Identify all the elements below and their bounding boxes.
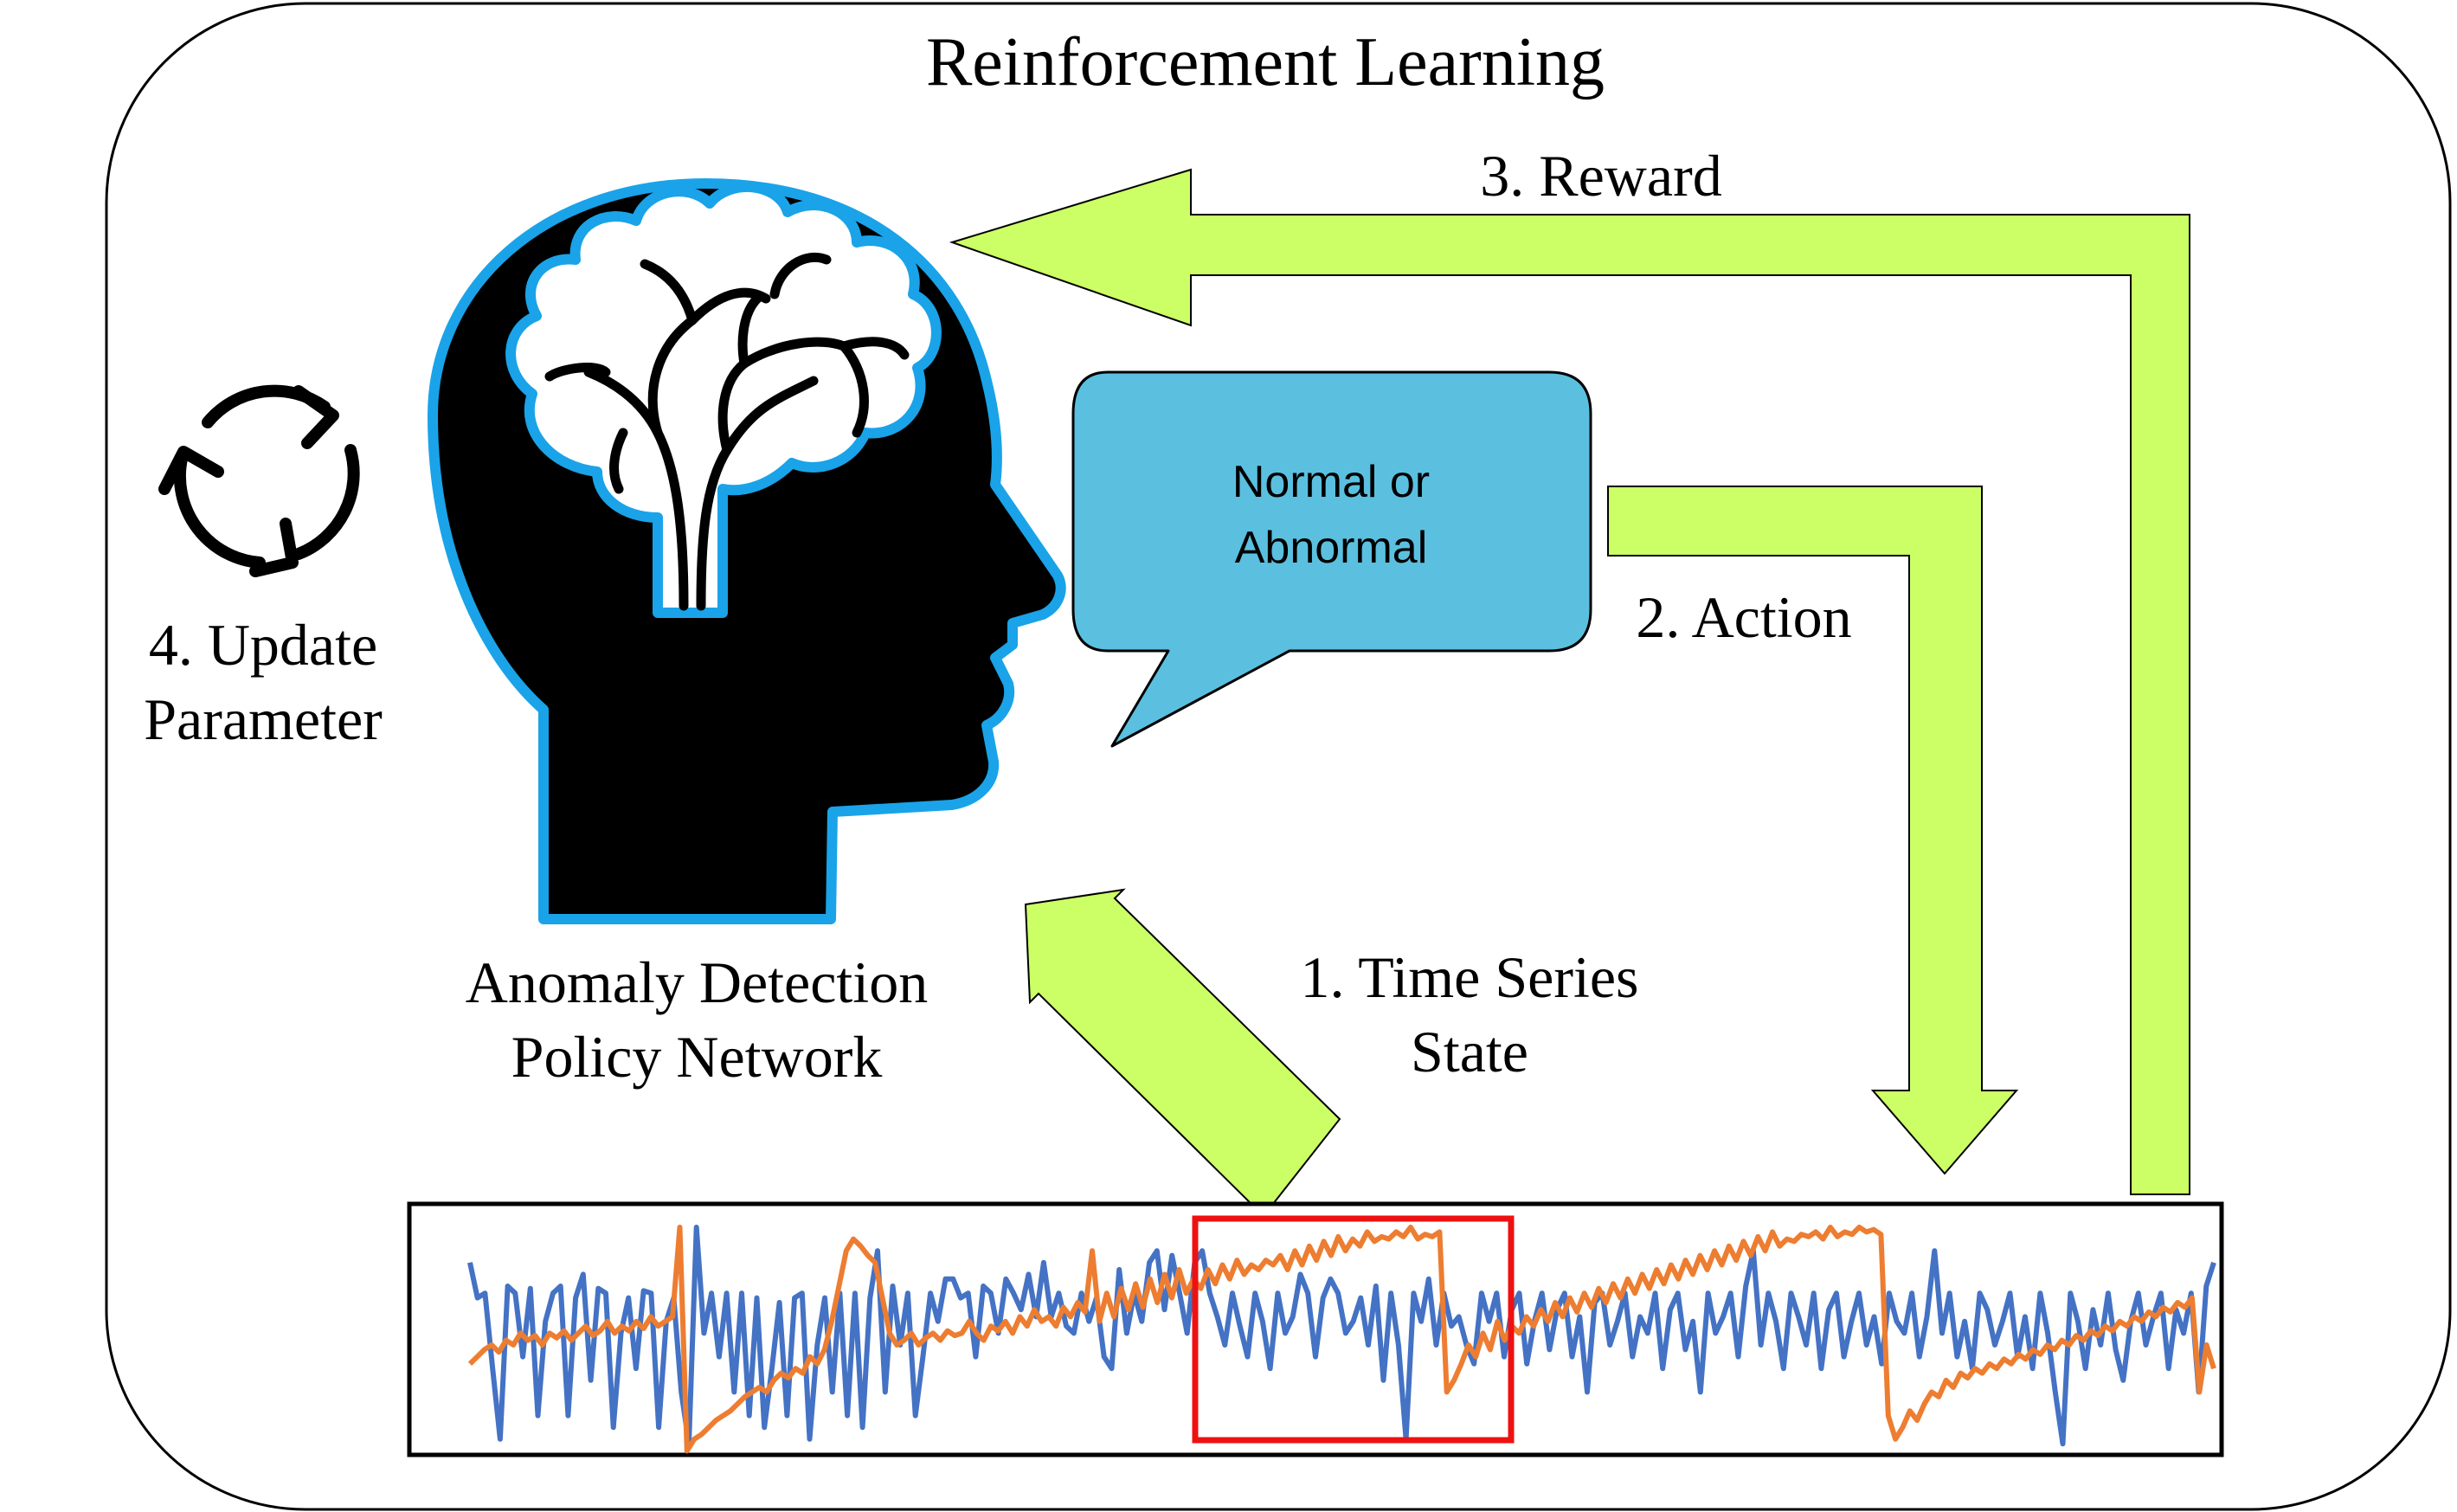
diagram-title: Reinforcement Learning [926,24,1605,100]
sliding-window-box [1192,1215,1515,1444]
refresh-cycle-icon [158,384,360,577]
state-label-line2: State [1411,1019,1528,1084]
brain-head-icon [428,178,1066,924]
action-arrow [1607,486,2019,1175]
action-label: 2. Action [1636,584,1851,650]
update-label-line1: 4. Update [149,612,377,678]
agent-label-line1: Anomaly Detection [466,949,928,1015]
speech-bubble [1071,370,1592,748]
state-label-line1: 1. Time Series [1300,944,1638,1010]
reward-label: 3. Reward [1480,143,1721,209]
bubble-text-line2: Abnormal [1235,523,1428,573]
time-series-chart [467,1225,2216,1454]
agent-label-line2: Policy Network [511,1024,883,1090]
bubble-text-line1: Normal or [1232,457,1430,507]
reward-arrow [949,168,2190,1195]
series-line-1 [467,1225,2216,1454]
state-arrow [1024,888,1341,1218]
series-line-0 [467,1225,2216,1447]
update-label-line2: Parameter [144,686,383,752]
